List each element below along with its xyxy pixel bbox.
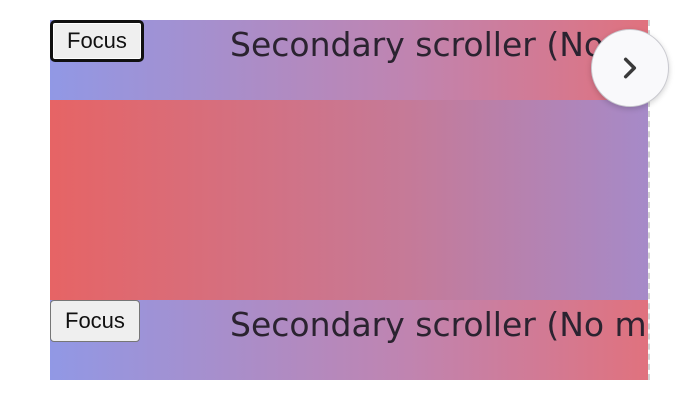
focus-button[interactable]: Focus xyxy=(50,300,140,342)
secondary-scroller-label: Secondary scroller (No more xyxy=(230,25,648,64)
main-scroller[interactable]: Focus Secondary scroller (No more Focus … xyxy=(50,20,650,380)
secondary-scroller[interactable]: Focus Secondary scroller (No more xyxy=(50,300,648,380)
scroll-next-button[interactable] xyxy=(591,29,669,107)
focus-button[interactable]: Focus xyxy=(50,20,144,62)
secondary-scroller[interactable]: Focus Secondary scroller (No more xyxy=(50,20,648,100)
secondary-scroller-label: Secondary scroller (No more xyxy=(230,305,648,344)
chevron-right-icon xyxy=(623,57,637,79)
primary-scroll-area xyxy=(50,100,648,300)
